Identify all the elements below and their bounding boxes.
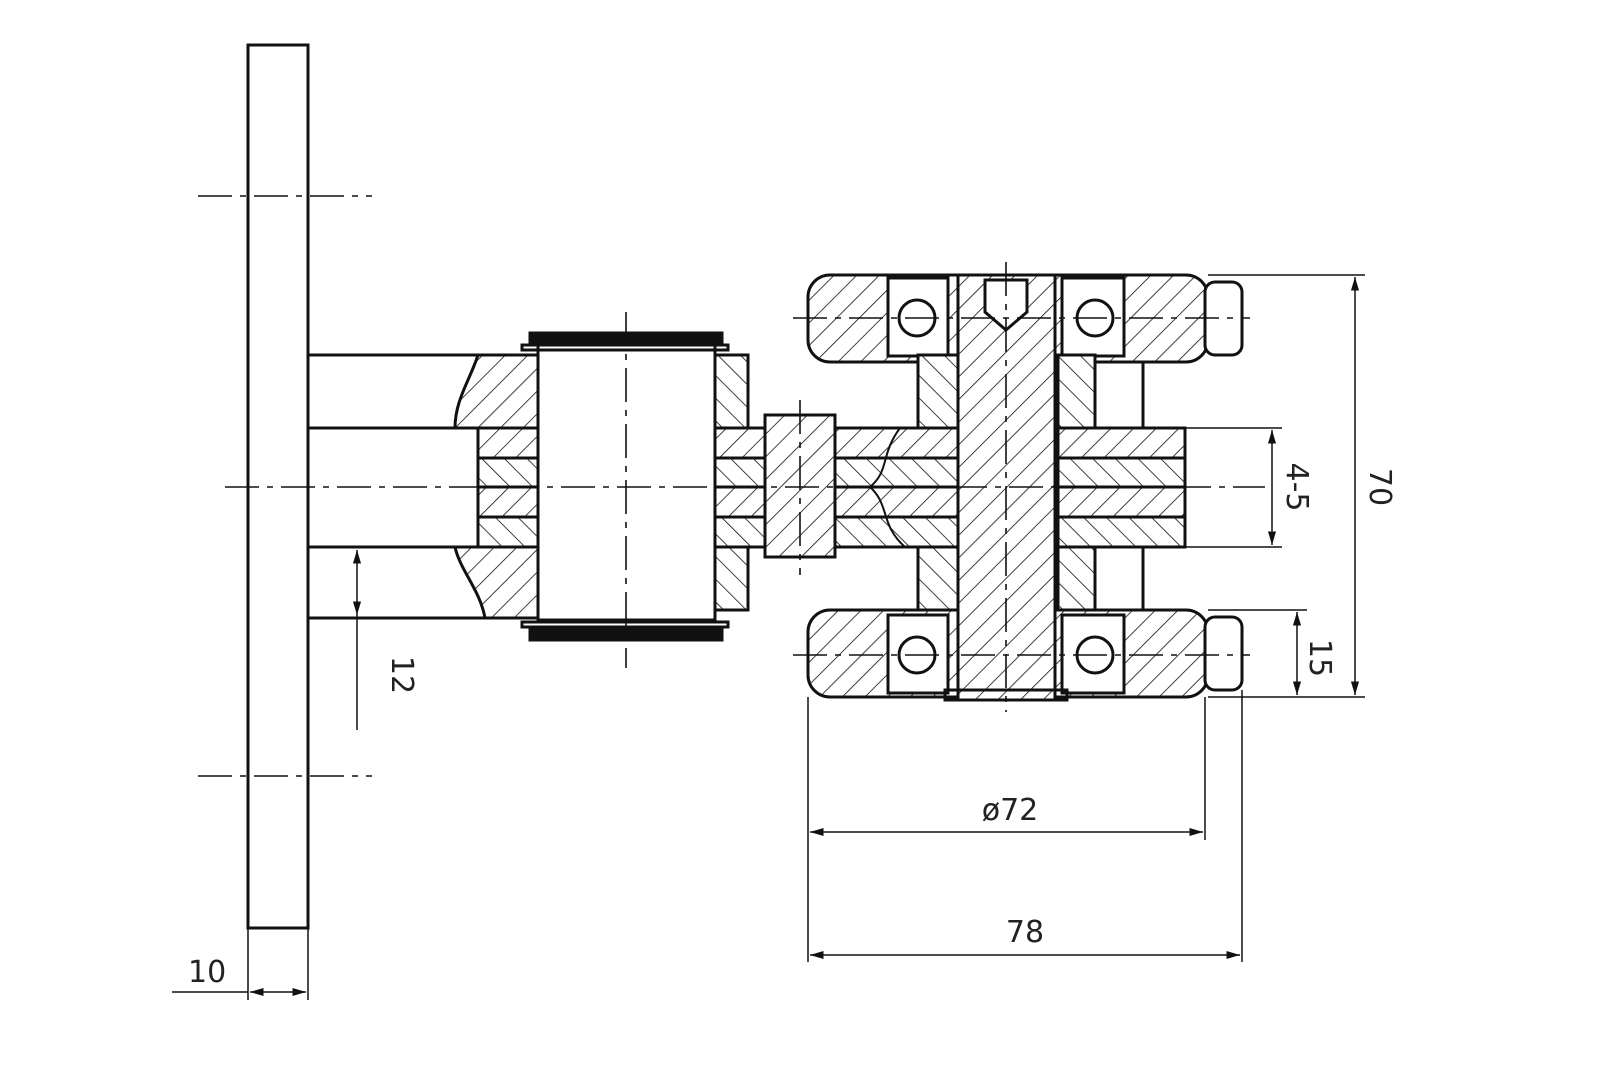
spacers	[916, 353, 1145, 612]
dimension-plate-thickness: 10	[172, 928, 309, 1000]
dimension-wheel-width: 15	[1208, 609, 1337, 695]
dimension-label: 70	[1362, 468, 1397, 506]
fork-left	[713, 353, 772, 612]
dimension-label: 4-5	[1279, 463, 1314, 512]
dimension-label: 15	[1302, 639, 1337, 677]
dimension-arm-gap: 12	[352, 550, 419, 730]
dimension-plate-gap: 4-5	[1185, 427, 1314, 548]
bushing	[520, 312, 730, 668]
dimension-label: 78	[1006, 915, 1044, 950]
dimension-label: 12	[384, 656, 419, 694]
dimension-label: ø72	[982, 793, 1039, 828]
dimension-wheel-diameter: ø72	[807, 697, 1206, 962]
dimension-label: 10	[188, 955, 226, 990]
dimension-overall-height: 70	[1208, 274, 1397, 698]
arm	[308, 353, 542, 620]
fork-block	[833, 426, 960, 549]
dimension-overall-width: 78	[810, 690, 1243, 962]
